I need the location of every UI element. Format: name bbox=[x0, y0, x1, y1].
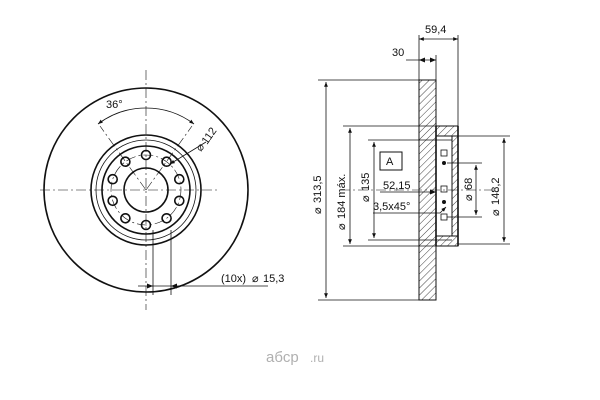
bolt-hole-diameter-symbol: ⌀ bbox=[252, 273, 259, 285]
bolt-hole-section bbox=[440, 185, 448, 193]
pcd-leader bbox=[169, 141, 207, 165]
inner-diameter-symbol: ⌀ bbox=[336, 223, 348, 230]
bolt-hole bbox=[174, 195, 185, 207]
bolt-hole bbox=[120, 213, 131, 224]
hat-height-label: 52,15 bbox=[383, 180, 411, 192]
datum-box bbox=[379, 151, 403, 171]
center-line-radial bbox=[99, 125, 147, 191]
angle-label: 36° bbox=[106, 99, 123, 111]
bolt-hole bbox=[120, 156, 131, 167]
hat-diameter-symbol: ⌀ bbox=[360, 195, 372, 202]
hat-height-arrow bbox=[430, 189, 436, 195]
bolt-hole-arrow bbox=[147, 283, 153, 289]
chamfer-leader bbox=[439, 206, 447, 214]
hat-diameter-label: 135 bbox=[360, 173, 372, 191]
bolt-holes bbox=[107, 149, 185, 231]
watermark-brand: aбcp bbox=[266, 349, 299, 366]
section-view: 59,4 30 ⌀ 313,5 ⌀ 184 máx. ⌀ 135 A 52,15 bbox=[312, 24, 510, 301]
inner-diameter-label: 184 máx. bbox=[336, 174, 348, 219]
angle-arc bbox=[97, 107, 195, 125]
bolt-holes-count-label: (10x) bbox=[221, 273, 246, 285]
watermark: aбcp .ru bbox=[266, 349, 324, 366]
bolt-hole bbox=[161, 213, 172, 224]
bolt-hole-diameter-label: 15,3 bbox=[263, 273, 284, 285]
bolt-hole-section bbox=[440, 149, 448, 157]
hat-wall-top bbox=[435, 125, 459, 137]
bolt-hole-arrow bbox=[171, 283, 177, 289]
outer-diameter-label: 313,5 bbox=[312, 175, 324, 203]
front-view: 36° ⌀ 112 (10x) ⌀ 15,3 bbox=[40, 70, 284, 310]
chamfer-label: 3,5x45° bbox=[373, 201, 410, 213]
hat-offset-arrow bbox=[430, 57, 436, 63]
hat-offset-label: 30 bbox=[392, 47, 404, 59]
bolt-hole bbox=[174, 173, 185, 185]
bolt-hole-section bbox=[440, 213, 448, 221]
hub-diameter-symbol: ⌀ bbox=[490, 209, 502, 216]
center-line-radial bbox=[145, 125, 193, 191]
center-bore-mark bbox=[442, 161, 446, 165]
outer-diameter-symbol: ⌀ bbox=[312, 207, 324, 214]
hat-wall-bottom bbox=[435, 235, 459, 247]
hub-diameter-label: 148,2 bbox=[490, 177, 502, 205]
hub-face bbox=[451, 135, 459, 237]
center-bore-diameter-symbol: ⌀ bbox=[463, 194, 475, 201]
datum-label: A bbox=[386, 156, 394, 168]
center-bore-label: 68 bbox=[463, 178, 475, 190]
center-bore-mark bbox=[442, 200, 446, 204]
hat-offset-arrow bbox=[419, 57, 425, 63]
watermark-suffix: .ru bbox=[310, 351, 324, 365]
bolt-hole bbox=[107, 173, 118, 185]
bolt-hole bbox=[107, 195, 118, 207]
pcd-label: 112 bbox=[200, 125, 220, 146]
top-width-label: 59,4 bbox=[425, 24, 446, 36]
